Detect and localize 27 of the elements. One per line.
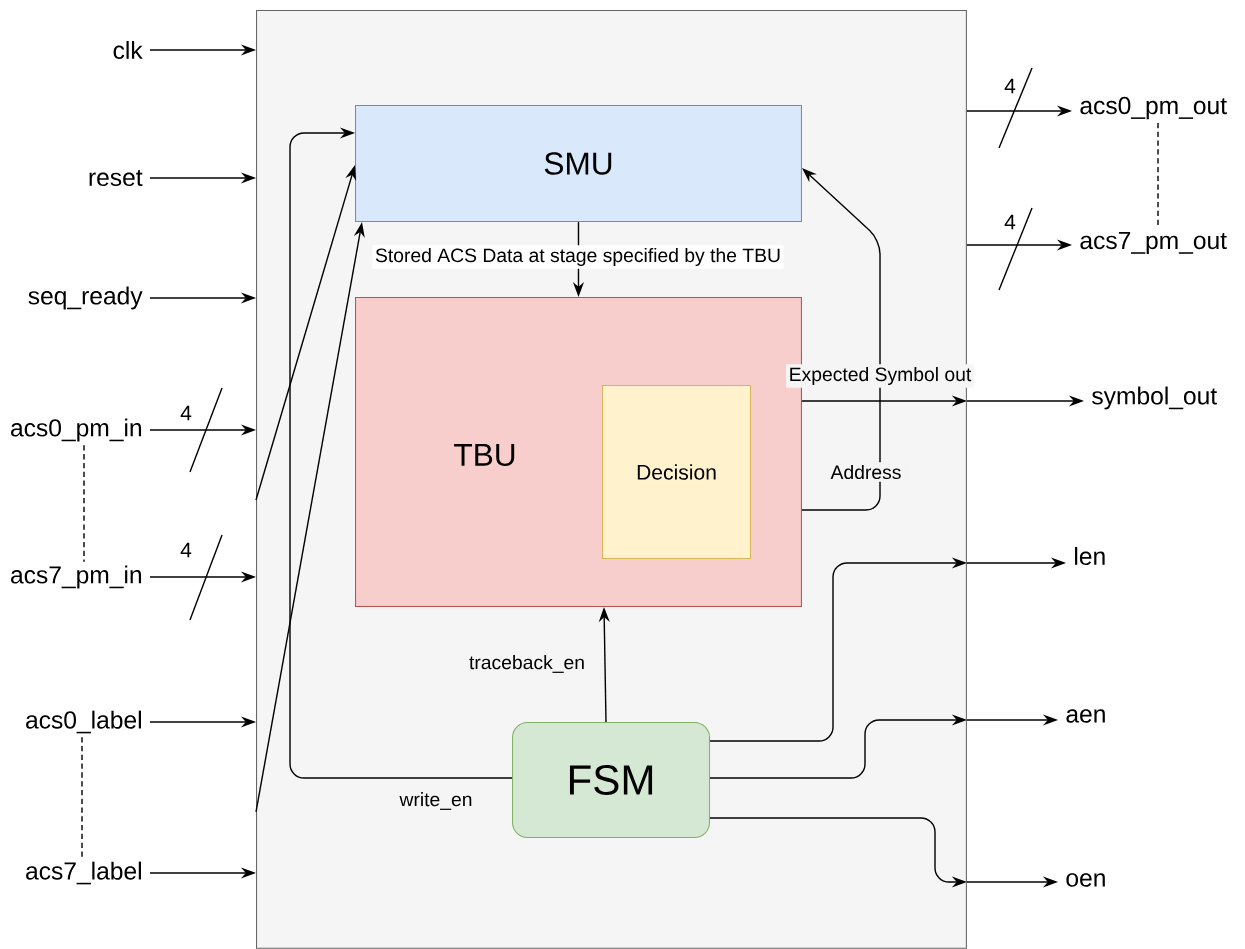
port-label: acs7_pm_in [11, 565, 141, 589]
bus-width-label: 4 [180, 542, 192, 558]
port-label: clk [113, 40, 143, 60]
bus-width-label: 4 [1004, 214, 1016, 230]
port-label: symbol_out [1092, 386, 1217, 410]
arrow [801, 168, 881, 511]
port-label: acs0_pm_in [11, 418, 141, 442]
bus-width-label: 4 [1004, 78, 1016, 94]
port-label: aen [1066, 709, 1105, 723]
block-box: Decision [602, 385, 752, 559]
port-label: acs7_pm_out [1080, 232, 1227, 254]
port-label: acs0_pm_out [1080, 96, 1227, 120]
edge-label: write_en [396, 789, 476, 813]
port-label: len [1075, 546, 1105, 566]
port-label: oen [1066, 873, 1105, 887]
edge-label: traceback_en [466, 652, 588, 676]
port-label: reset [89, 169, 143, 187]
arrow [289, 127, 513, 779]
port-label: acs7_label [26, 861, 141, 885]
port-label: seq_ready [28, 286, 143, 310]
block-box: FSM [512, 722, 711, 839]
edge-label: Expected Symbol out [786, 364, 974, 388]
bus-width-label: 4 [180, 405, 192, 421]
edge-label: Address [827, 462, 905, 482]
edge-label: Stored ACS Data at stage specified by the TBU [372, 245, 784, 269]
port-label: acs0_label [26, 710, 141, 734]
block-box: SMU [355, 105, 802, 223]
